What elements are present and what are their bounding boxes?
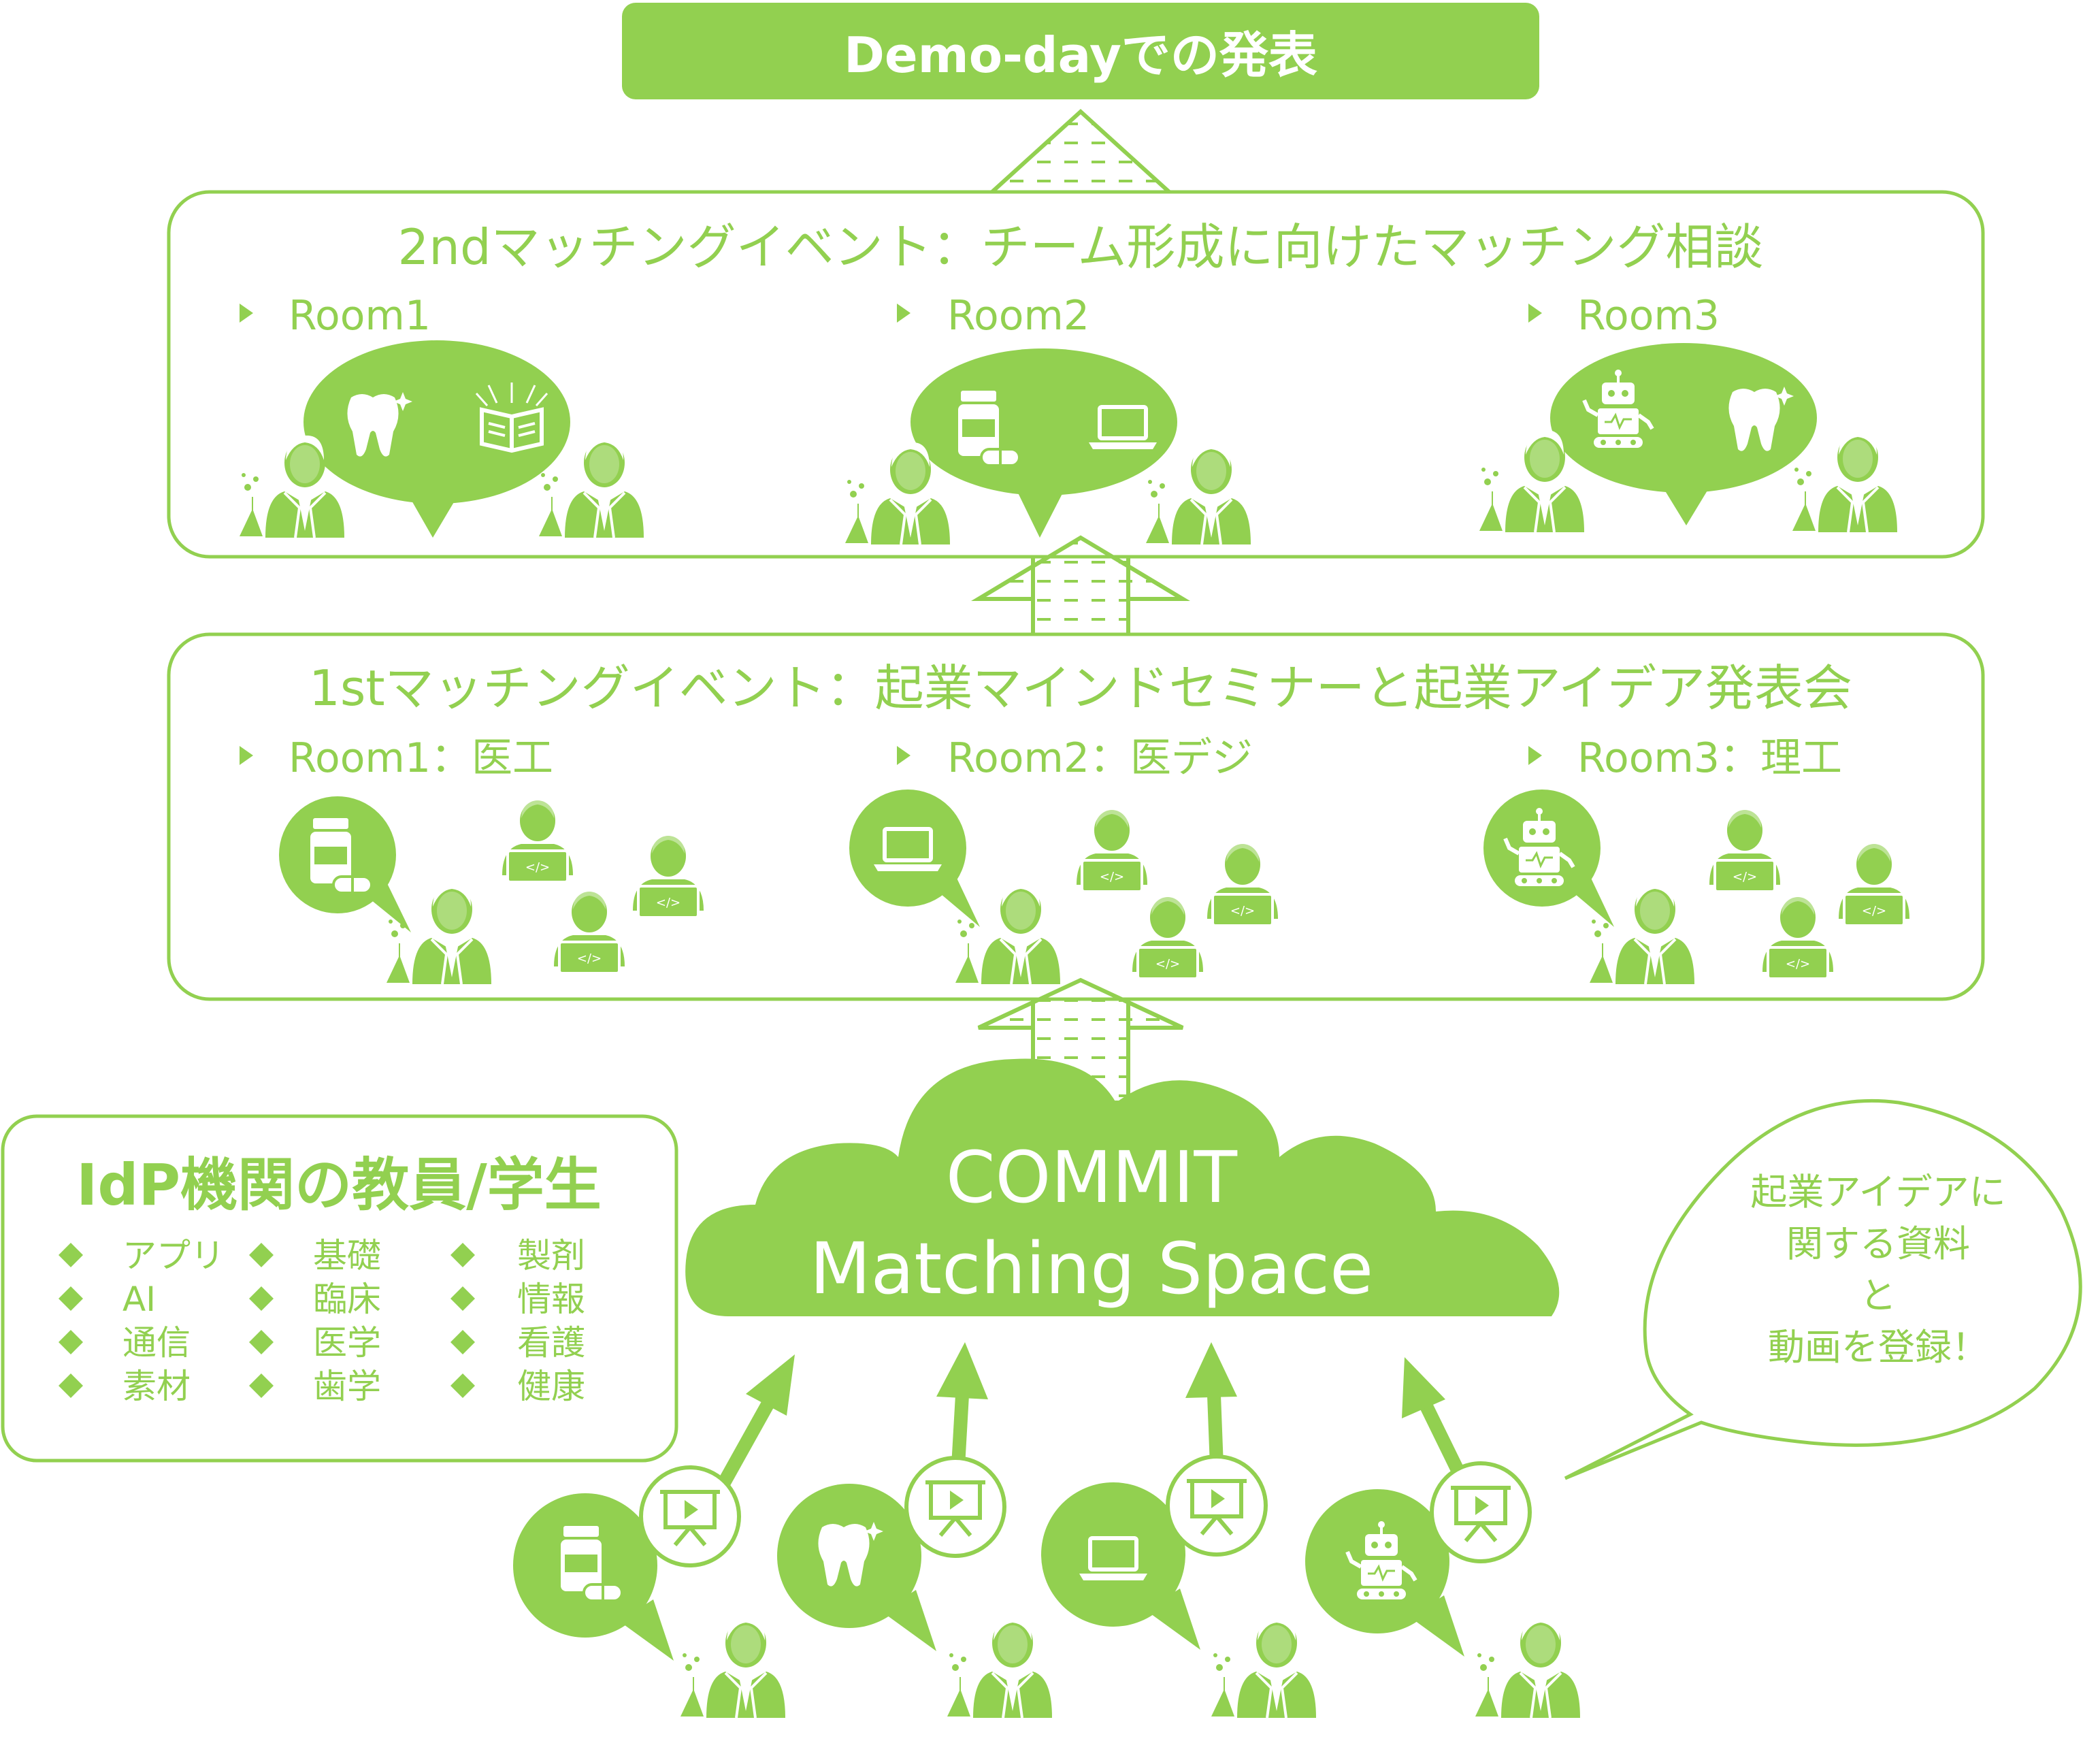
idp-item: 健康 <box>517 1367 585 1406</box>
diamond-bullet-icon <box>249 1330 274 1354</box>
scientist-icon <box>1474 1614 1581 1719</box>
idp-item: 素材 <box>122 1367 191 1406</box>
first-room-3: Room3：理工 <box>1483 734 1911 986</box>
idp-item: 歯学 <box>313 1367 381 1406</box>
upload-arrows <box>717 1342 1464 1488</box>
first-room-3-label: Room3：理工 <box>1577 734 1842 782</box>
diamond-bullet-icon <box>450 1373 475 1398</box>
cloud-line-1: COMMIT <box>946 1136 1238 1219</box>
diamond-bullet-icon <box>59 1373 83 1398</box>
bullet-triangle-icon <box>240 746 253 765</box>
bullet-triangle-icon <box>1528 304 1542 323</box>
first-room-2: Room2：医デジ <box>849 734 1279 986</box>
idp-item: 臨床 <box>313 1280 381 1319</box>
scientist-icon <box>1210 1614 1317 1719</box>
diamond-bullet-icon <box>249 1243 274 1267</box>
matching-space-cloud: COMMIT Matching Space <box>685 1058 1560 1316</box>
diamond-bullet-icon <box>249 1373 274 1398</box>
first-event-title: 1stマッチングイベント：起業マインドセミナーと起業アイデア発表会 <box>309 660 1852 717</box>
speech-line-3: と <box>1860 1274 1897 1317</box>
first-room-1: Room1：医工 <box>240 734 705 986</box>
idp-title: IdP機関の教員/学生 <box>76 1152 602 1218</box>
second-room-1-label: Room1 <box>289 292 431 340</box>
idp-item: アプリ <box>122 1236 225 1275</box>
idp-panel: IdP機関の教員/学生 <box>1 1114 678 1463</box>
second-room-3-label: Room3 <box>1577 292 1720 340</box>
scientist-icon <box>679 1614 787 1719</box>
diamond-bullet-icon <box>450 1330 475 1354</box>
diamond-bullet-icon <box>249 1286 274 1311</box>
diamond-bullet-icon <box>59 1286 83 1311</box>
bullet-triangle-icon <box>240 304 253 323</box>
uploader-4 <box>1305 1461 1581 1719</box>
second-room-3: Room3 <box>1478 292 1899 534</box>
second-room-2-label: Room2 <box>947 292 1089 340</box>
uploader-1 <box>513 1465 787 1719</box>
second-event-title: 2ndマッチングイベント：チーム形成に向けたマッチング相談 <box>398 218 1764 276</box>
speech-line-4: 動画を登録！ <box>1768 1326 1988 1369</box>
diamond-bullet-icon <box>450 1286 475 1311</box>
cloud-line-2: Matching Space <box>810 1227 1373 1310</box>
idp-item: AI <box>122 1280 156 1319</box>
first-room-1-label: Room1：医工 <box>289 734 553 782</box>
speech-line-1: 起業アイデアに <box>1750 1171 2005 1214</box>
second-room-2: Room2 <box>844 292 1252 546</box>
bullet-triangle-icon <box>897 746 910 765</box>
idp-item: 通信 <box>122 1323 191 1363</box>
diamond-bullet-icon <box>450 1243 475 1267</box>
first-event-panel: 1stマッチングイベント：起業マインドセミナーと起業アイデア発表会 <box>167 632 1985 1001</box>
idp-list: アプリ AI 通信 素材 基礎 臨床 医学 歯学 製剤 情報 看護 健康 <box>59 1236 585 1406</box>
bullet-triangle-icon <box>1528 746 1542 765</box>
idp-item: 製剤 <box>517 1236 585 1275</box>
idp-item: 基礎 <box>313 1236 381 1275</box>
diamond-bullet-icon <box>59 1243 83 1267</box>
first-room-2-label: Room2：医デジ <box>947 734 1253 782</box>
idp-item: 情報 <box>517 1280 585 1319</box>
upload-speech-bubble: 起業アイデアに 関する資料 と 動画を登録！ <box>1564 1099 2082 1480</box>
demo-day-banner: Demo-dayでの発表 <box>622 3 1539 99</box>
scientist-icon <box>946 1614 1053 1719</box>
uploader-2 <box>777 1456 1053 1719</box>
speech-line-2: 関する資料 <box>1786 1222 1970 1265</box>
idp-item: 看護 <box>517 1323 585 1363</box>
second-room-1: Room1 <box>238 292 645 539</box>
idp-item: 医学 <box>313 1323 381 1363</box>
bullet-triangle-icon <box>897 304 910 323</box>
diamond-bullet-icon <box>59 1330 83 1354</box>
uploader-3 <box>1041 1454 1317 1719</box>
demo-day-title: Demo-dayでの発表 <box>844 27 1317 84</box>
